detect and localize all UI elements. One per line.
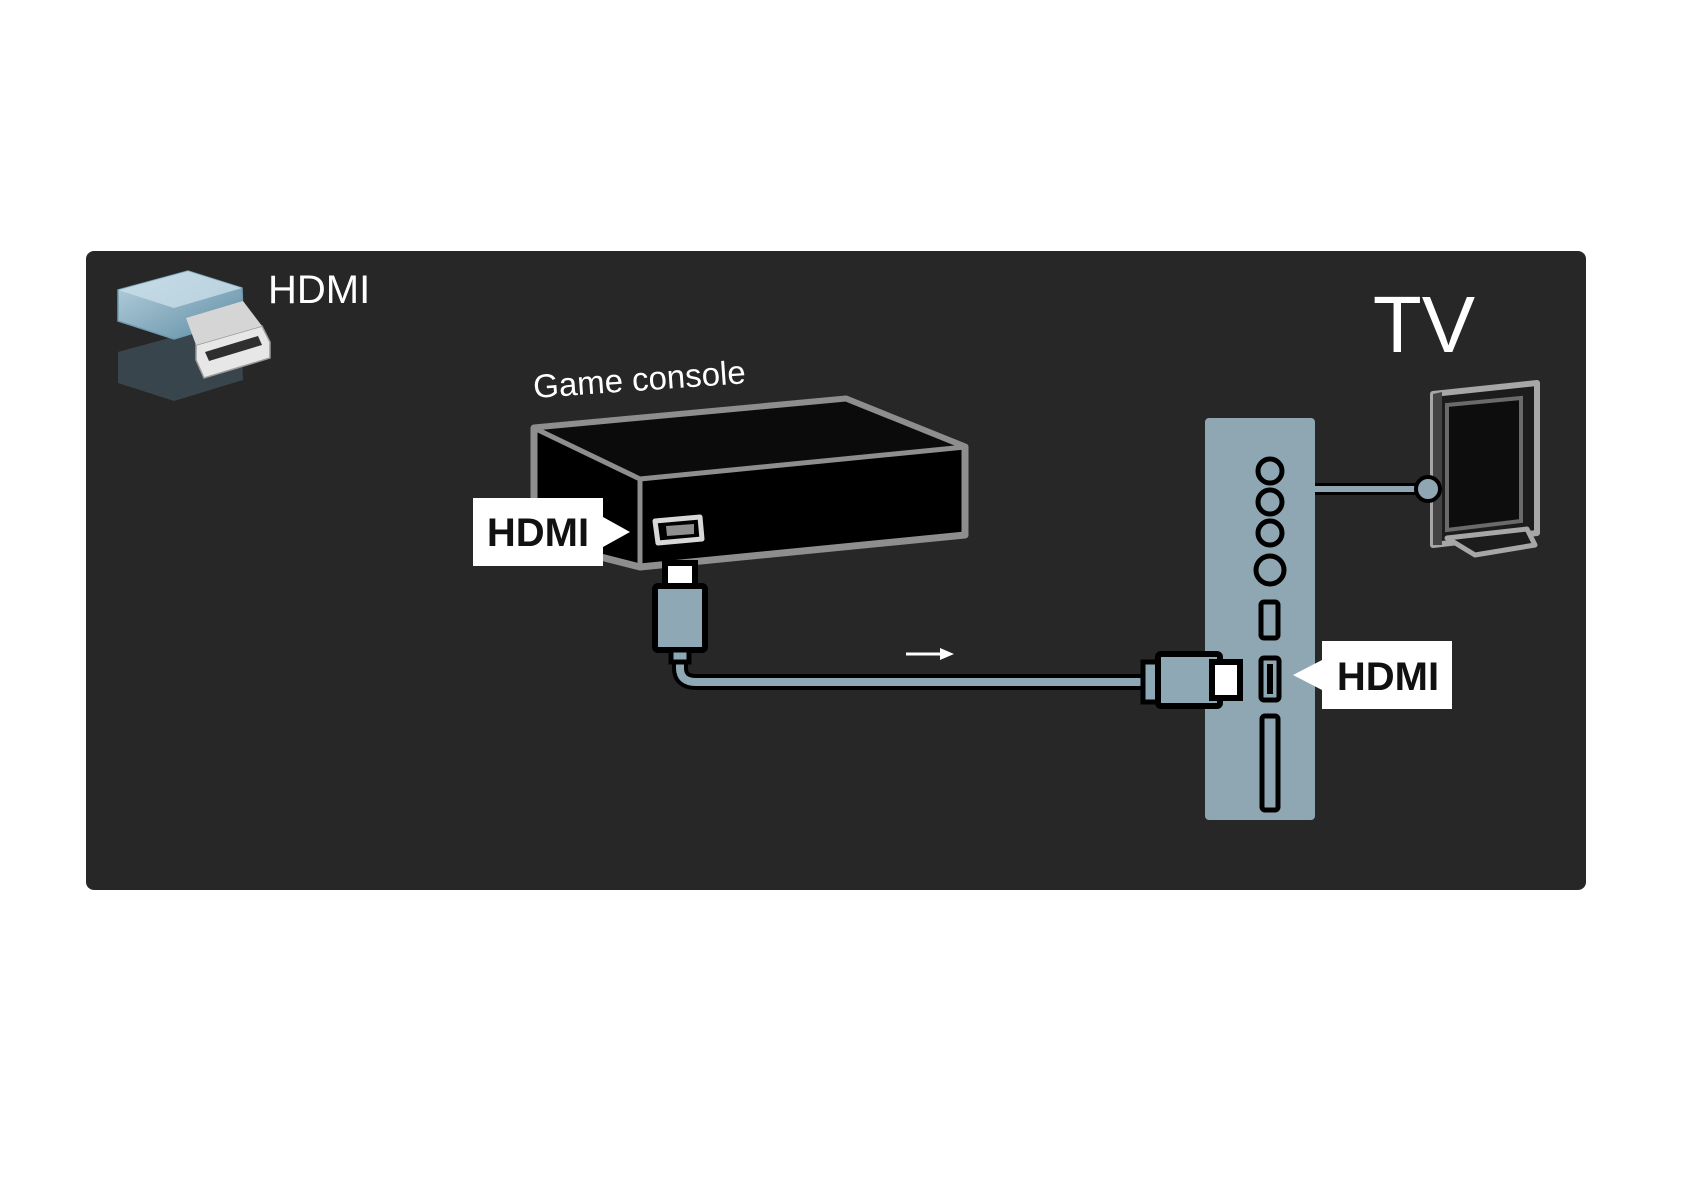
diagram-panel: [86, 251, 1586, 890]
tv-label: TV: [1373, 280, 1476, 369]
console-port-label: HDMI: [487, 511, 589, 555]
legend-hdmi-label: HDMI: [268, 268, 370, 312]
tv-connector-panel: [1205, 418, 1315, 820]
tv-monitor-icon: [1433, 383, 1537, 555]
tv-port-label: HDMI: [1337, 655, 1439, 699]
